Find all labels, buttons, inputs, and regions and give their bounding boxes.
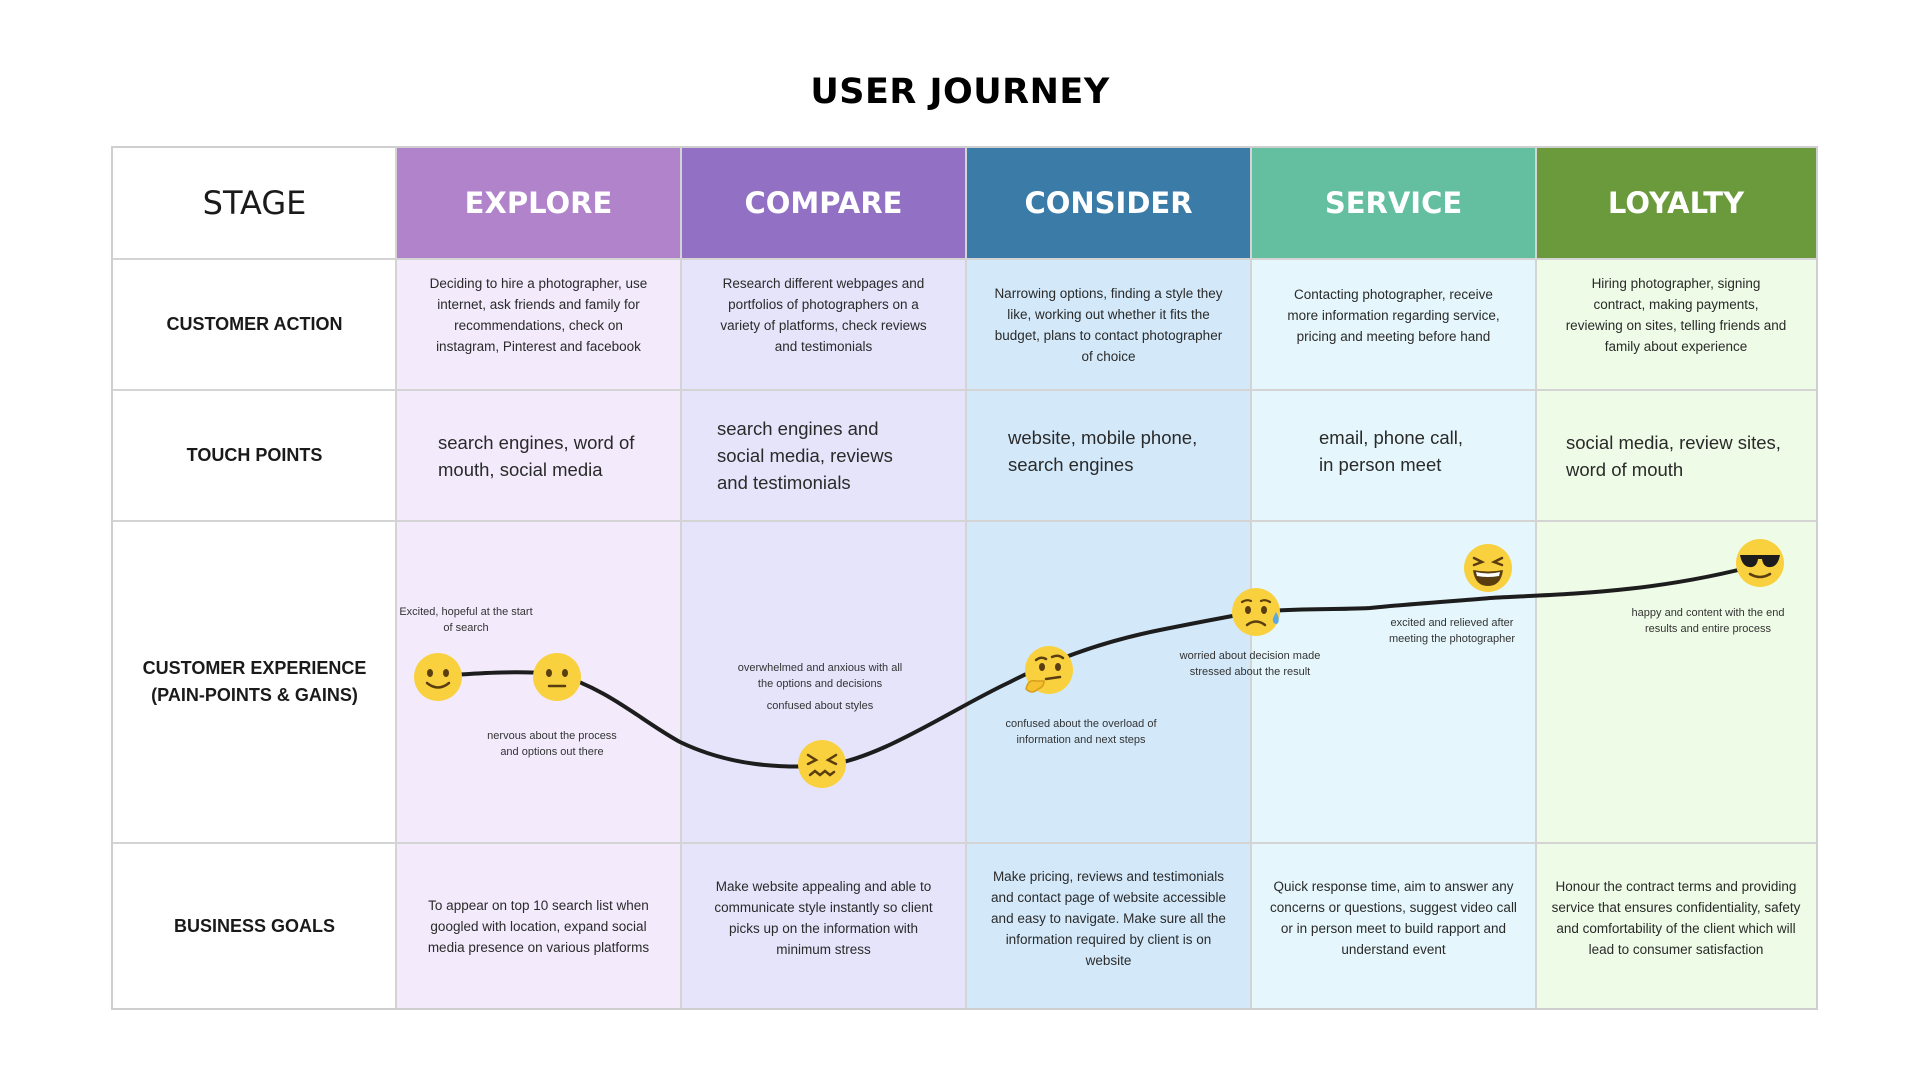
row-label-experience-line1: CUSTOMER EXPERIENCE <box>142 658 367 678</box>
stage-header-service: SERVICE <box>1251 148 1536 258</box>
neutral-face-icon <box>533 653 581 701</box>
confounded-face-icon <box>798 740 846 788</box>
row-divider <box>113 520 1816 522</box>
business-goals-compare: Make website appealing and able to commu… <box>714 879 933 957</box>
sad-relieved-face-icon <box>1232 588 1280 636</box>
experience-note-compare-overwhelmed: overwhelmed and anxious with all the opt… <box>737 662 903 690</box>
stage-label: STAGE <box>202 183 307 222</box>
smiling-face-icon <box>414 653 462 701</box>
touch-points-compare: search engines and social media, reviews… <box>717 418 893 493</box>
touch-points-service: email, phone call, in person meet <box>1319 426 1463 475</box>
column-divider <box>965 148 967 1008</box>
stage-header-consider: CONSIDER <box>966 148 1251 258</box>
row-label-touch-points: TOUCH POINTS <box>186 445 323 465</box>
touch-points-explore: search engines, word of mouth, social me… <box>438 431 635 480</box>
touch-points-loyalty: social media, review sites, word of mout… <box>1566 431 1781 480</box>
stage-header-loyalty: LOYALTY <box>1536 148 1816 258</box>
experience-note-explore-start: Excited, hopeful at the start of search <box>399 606 533 634</box>
column-divider <box>1250 148 1252 1008</box>
experience-note-consider-confused: confused about the overload of informati… <box>1005 718 1157 746</box>
thinking-face-icon <box>1025 646 1073 694</box>
experience-note-loyalty-happy: happy and content with the end results a… <box>1631 607 1785 635</box>
experience-note-compare-confused: confused about styles <box>766 700 874 712</box>
column-divider <box>395 148 397 1008</box>
row-divider <box>113 842 1816 844</box>
stage-header-compare: COMPARE <box>681 148 966 258</box>
row-divider <box>113 258 1816 260</box>
row-label-customer-experience: CUSTOMER EXPERIENCE (PAIN-POINTS & GAINS… <box>113 522 396 842</box>
customer-action-compare: Research different webpages and portfoli… <box>720 276 927 354</box>
sunglasses-face-icon <box>1736 539 1784 587</box>
experience-note-service-worried: worried about decision made stressed abo… <box>1179 650 1321 678</box>
customer-action-loyalty: Hiring photographer, signing contract, m… <box>1565 276 1787 354</box>
row-label-experience-line2: (PAIN-POINTS & GAINS) <box>151 685 358 705</box>
customer-action-explore: Deciding to hire a photographer, use int… <box>429 276 648 354</box>
compare-column <box>681 148 966 1008</box>
business-goals-loyalty: Honour the contract terms and providing … <box>1551 879 1801 957</box>
explore-column <box>396 148 681 1008</box>
row-label-business-goals: BUSINESS GOALS <box>173 915 336 936</box>
stage-header-explore: EXPLORE <box>396 148 681 258</box>
business-goals-explore: To appear on top 10 search list when goo… <box>427 897 650 955</box>
touch-points-consider: website, mobile phone, search engines <box>1008 426 1198 475</box>
experience-curve <box>435 562 1764 769</box>
page-title: USER JOURNEY <box>810 72 1110 112</box>
column-divider <box>680 148 682 1008</box>
journey-map-table: STAGE EXPLORE COMPARE CONSIDER SERVICE L… <box>111 146 1818 1010</box>
consider-column <box>966 148 1251 1008</box>
customer-action-service: Contacting photographer, receive more in… <box>1287 286 1500 344</box>
grinning-squinting-face-icon <box>1464 544 1512 592</box>
experience-note-explore-nervous: nervous about the process and options ou… <box>487 730 617 758</box>
business-goals-service: Quick response time, aim to answer any c… <box>1270 879 1517 957</box>
column-divider <box>1535 148 1537 1008</box>
business-goals-consider: Make pricing, reviews and testimonials a… <box>991 868 1226 968</box>
row-label-customer-action: CUSTOMER ACTION <box>166 314 343 334</box>
row-divider <box>113 389 1816 391</box>
customer-action-consider: Narrowing options, finding a style they … <box>994 286 1223 364</box>
experience-note-service-excited: excited and relieved after meeting the p… <box>1389 617 1515 645</box>
